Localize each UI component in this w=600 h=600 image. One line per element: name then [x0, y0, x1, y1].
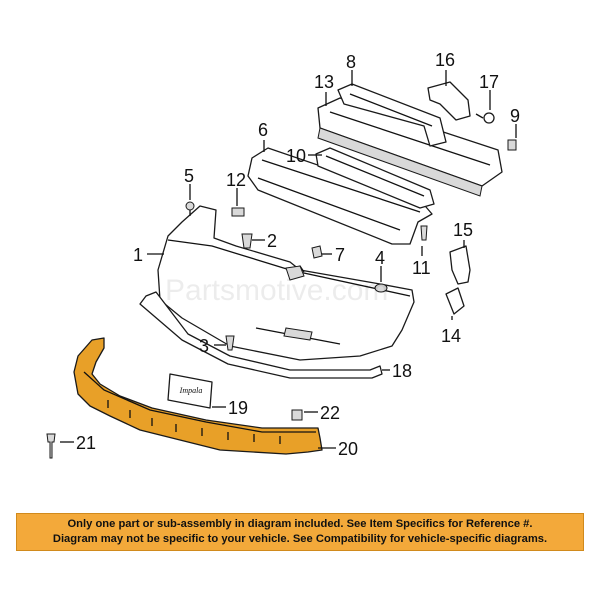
leader-lines: [60, 70, 517, 449]
part-19-plate-bracket: Impala: [167, 373, 213, 409]
callout-17: 17: [479, 72, 499, 92]
part-10-absorber: [315, 147, 435, 209]
callout-11: 11: [412, 258, 431, 278]
callout-13: 13: [314, 72, 334, 92]
part-3-screw: [225, 335, 235, 351]
callout-2: 2: [267, 231, 277, 251]
part-16-bracket: [427, 81, 471, 121]
part-22-clip: [291, 409, 303, 421]
plate-text: Impala: [179, 386, 203, 395]
watermark: Partsmotive.com: [165, 274, 388, 307]
callout-14: 14: [441, 326, 461, 346]
callout-8: 8: [346, 52, 356, 72]
callout-16: 16: [435, 50, 455, 70]
part-9-clip: [507, 139, 517, 151]
part-21-screw: [46, 433, 56, 459]
callout-5: 5: [184, 166, 194, 186]
callout-19: 19: [228, 398, 248, 418]
part-8-bracket: [337, 83, 447, 147]
part-20-air-deflector: [73, 337, 323, 455]
callout-22: 22: [320, 403, 340, 423]
callout-18: 18: [392, 361, 412, 381]
part-2-pushpin: [241, 233, 253, 249]
part-17-bolt: [475, 112, 495, 124]
callout-labels: 1 2 3 4 5 6 7 8 9 10 11 12 13 14 15 16 1…: [76, 50, 520, 459]
part-18-molding: [139, 291, 383, 379]
part-11-pushpin: [420, 225, 428, 241]
callout-21: 21: [76, 433, 96, 453]
part-7-clip: [311, 245, 323, 259]
callout-9: 9: [510, 106, 520, 126]
callout-7: 7: [335, 245, 345, 265]
callout-6: 6: [258, 120, 268, 140]
callout-15: 15: [453, 220, 473, 240]
part-15-bracket: [449, 245, 471, 285]
callout-10: 10: [286, 146, 306, 166]
part-13-impact-bar: [317, 97, 503, 197]
callout-1: 1: [133, 245, 143, 265]
callout-12: 12: [226, 170, 246, 190]
part-12-clip: [231, 207, 245, 217]
part-5-screw: [185, 201, 195, 216]
part-4-grommet: [374, 283, 388, 293]
callout-4: 4: [375, 248, 385, 268]
part-14-bracket: [445, 287, 465, 315]
disclaimer-banner: Only one part or sub-assembly in diagram…: [16, 513, 584, 551]
callout-3: 3: [199, 336, 209, 356]
disclaimer-line-1: Only one part or sub-assembly in diagram…: [67, 518, 533, 530]
disclaimer-line-2: Diagram may not be specific to your vehi…: [52, 533, 548, 545]
callout-20: 20: [338, 439, 358, 459]
part-1-bumper-cover: [157, 205, 415, 361]
